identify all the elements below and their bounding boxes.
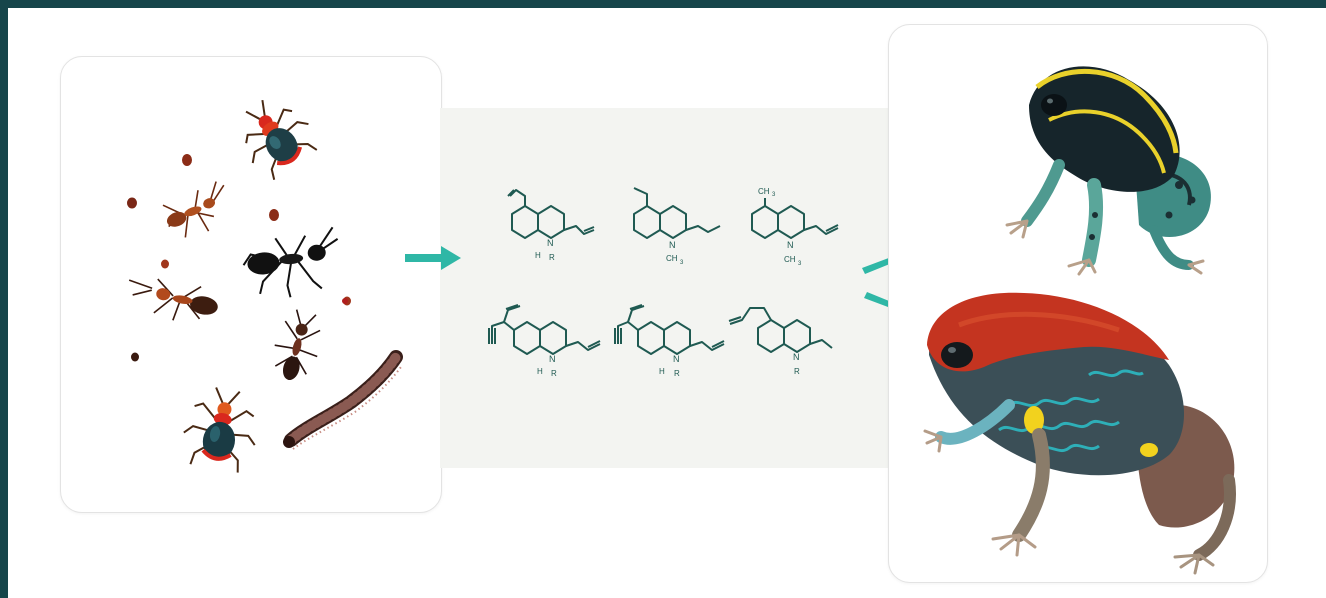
atom-n: N: [673, 354, 680, 364]
atom-h: H: [659, 367, 665, 376]
molecule-n-methyl-1: N CH 3: [633, 187, 721, 266]
frog-illustration: [923, 66, 1236, 575]
methyl-label: CH: [666, 254, 678, 263]
methyl-label: CH: [784, 255, 796, 264]
millipede: [283, 350, 403, 450]
methyl-subscript: 3: [798, 261, 802, 267]
ant-red-top: [162, 181, 225, 238]
methyl-label: CH: [758, 187, 770, 196]
beetle-bottom: [183, 387, 256, 473]
red-mite: [342, 298, 348, 304]
ant-red-middle: [128, 278, 218, 321]
figure-canvas: N H R N CH 3 CH 3 N CH 3: [8, 8, 1326, 598]
atom-n: N: [793, 352, 800, 362]
ant-black: [242, 226, 339, 298]
striped-poison-frog: [1005, 66, 1211, 276]
atom-n: N: [669, 240, 676, 250]
beetle-top: [245, 99, 318, 180]
atom-h: H: [535, 251, 541, 260]
molecule-decahydroquinoline-2: N H R: [488, 304, 601, 378]
prey-illustration: [127, 99, 403, 473]
atom-n: N: [547, 238, 554, 248]
atom-r: R: [549, 253, 555, 262]
atom-n: N: [787, 240, 794, 250]
methyl-subscript: 3: [680, 260, 684, 266]
methyl-subscript: 3: [772, 192, 776, 198]
arrow-prey-to-alkaloids: [405, 246, 461, 270]
atom-n: N: [549, 354, 556, 364]
molecule-n-r-alkyl: N R: [728, 307, 833, 376]
molecule-decahydroquinoline-3: N H R: [614, 304, 725, 378]
molecule-decahydroquinoline-1: N H R: [507, 189, 595, 262]
molecule-n-methyl-2: CH 3 N CH 3: [751, 187, 839, 267]
atom-h: H: [537, 367, 543, 376]
red-headed-poison-frog: [923, 292, 1236, 575]
atom-r: R: [794, 367, 800, 376]
alkaloid-panel: [440, 108, 888, 468]
frog-card: [888, 24, 1268, 583]
atom-r: R: [551, 369, 557, 378]
ant-vertical: [274, 309, 321, 381]
atom-r: R: [674, 369, 680, 378]
prey-card: [60, 56, 442, 513]
